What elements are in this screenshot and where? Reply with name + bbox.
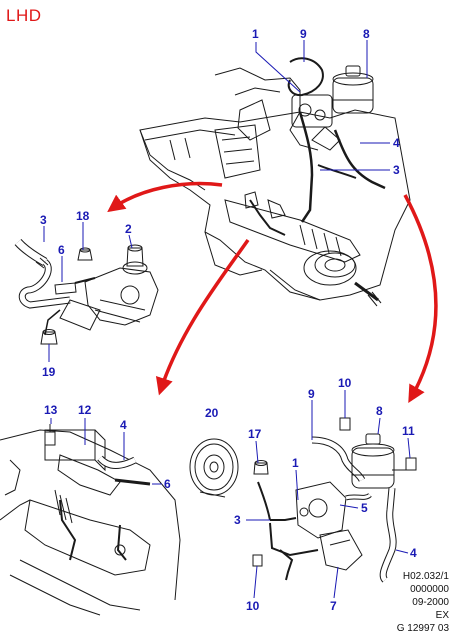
drawing-reference: H02.032/1 0000000 09-2000 EX G 12997 03 — [397, 570, 449, 635]
callout-br-11: 11 — [402, 424, 415, 438]
leader-lines — [43, 40, 411, 599]
callout-top-8: 8 — [363, 27, 370, 41]
arrow-to-pump-detail — [403, 194, 438, 404]
callout-left-2: 2 — [125, 222, 132, 236]
callout-top-9: 9 — [300, 27, 307, 41]
callout-left-3: 3 — [40, 213, 47, 227]
callout-top-4: 4 — [393, 136, 400, 150]
callout-br-3: 3 — [234, 513, 241, 527]
callout-br-5: 5 — [361, 501, 368, 515]
reference-line: EX — [435, 610, 449, 621]
callout-bl-13: 13 — [44, 403, 58, 417]
callout-top-1: 1 — [252, 27, 259, 41]
callout-left-19: 19 — [42, 365, 56, 379]
arrow-to-gear-detail — [107, 181, 223, 213]
reference-line: G 12997 03 — [396, 623, 449, 634]
callout-left-6: 6 — [58, 243, 65, 257]
direction-arrows — [107, 181, 438, 404]
arrow-to-rack-detail — [155, 238, 250, 396]
reference-line: 09-2000 — [412, 597, 449, 608]
callout-bl-4: 4 — [120, 418, 127, 432]
reference-line: 0000000 — [410, 584, 449, 595]
steering-gear-detail — [14, 238, 159, 345]
callout-br-9: 9 — [308, 387, 315, 401]
callout-br-1: 1 — [292, 456, 299, 470]
callout-bl-6: 6 — [164, 477, 171, 491]
callout-br-4: 4 — [410, 546, 417, 560]
reference-line: H02.032/1 — [402, 571, 449, 582]
callout-br-7: 7 — [330, 599, 337, 613]
engine-bay-drawing — [139, 57, 411, 307]
region-label: LHD — [6, 6, 42, 25]
pump-exploded-detail — [189, 417, 417, 583]
callout-top-3: 3 — [393, 163, 400, 177]
callout-br-10a: 10 — [338, 376, 352, 390]
callout-br-20: 20 — [205, 406, 219, 420]
callout-left-18: 18 — [76, 209, 90, 223]
callout-bl-12: 12 — [78, 403, 92, 417]
rack-mount-detail — [0, 424, 181, 616]
callout-br-10b: 10 — [246, 599, 260, 613]
callout-numbers: 1 9 8 4 3 3 18 2 6 19 13 12 4 6 20 17 9 … — [40, 27, 417, 613]
callout-br-17: 17 — [248, 427, 262, 441]
callout-br-8: 8 — [376, 404, 383, 418]
